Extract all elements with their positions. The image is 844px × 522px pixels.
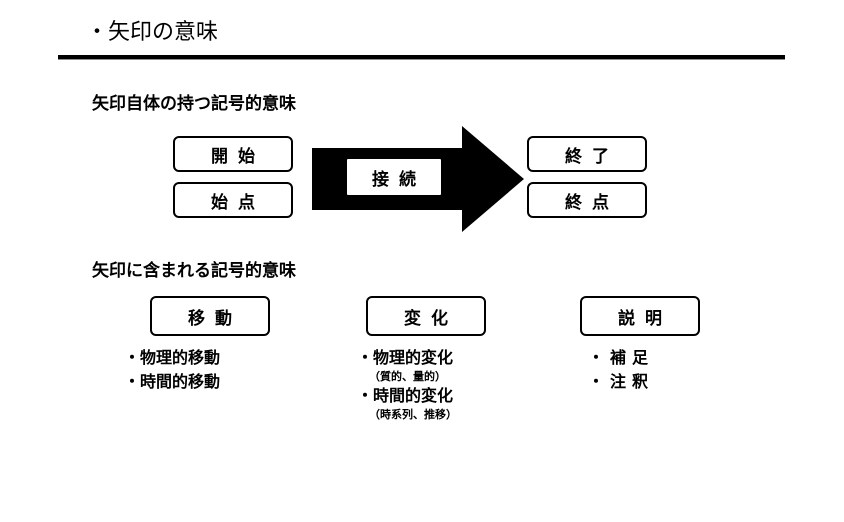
section-heading-arrow-meaning: 矢印自体の持つ記号的意味 [92,94,296,114]
list-item: ・時間的変化 [357,386,454,405]
list-item: ・時間的移動 [124,372,221,391]
list-item: ・物理的変化 [357,348,454,367]
list-item-note: （質的、量的） [369,370,446,383]
start-box: 開始 [173,136,293,172]
section-heading-symbolic-meaning: 矢印に含まれる記号的意味 [92,261,296,281]
change-list: ・物理的変化 （質的、量的） ・時間的変化 （時系列、推移） [357,346,457,422]
move-list: ・物理的移動 ・時間的移動 [124,346,220,394]
title-divider [58,55,785,59]
connect-box: 接続 [346,158,442,196]
move-box: 移動 [150,296,270,336]
list-item: ・注釈 [588,372,655,391]
explain-list: ・補足 ・注釈 [588,346,654,394]
list-item-note: （時系列、推移） [369,408,457,421]
end-box: 終了 [527,136,647,172]
change-box: 変化 [366,296,486,336]
explain-box: 説明 [580,296,700,336]
endpoint-box: 終点 [527,182,647,218]
list-item: ・補足 [588,348,655,367]
list-item: ・物理的移動 [124,348,221,367]
origin-box: 始点 [173,182,293,218]
page-title: ・矢印の意味 [86,20,219,45]
